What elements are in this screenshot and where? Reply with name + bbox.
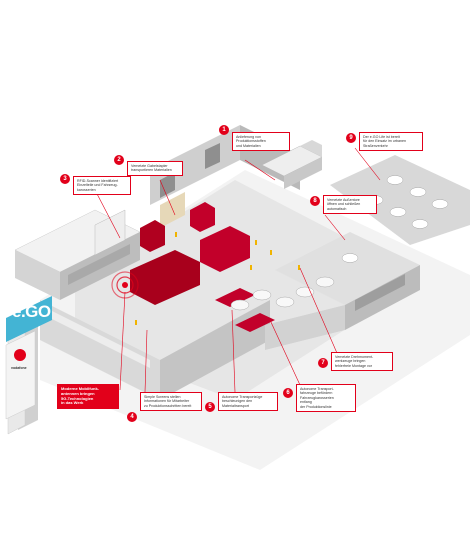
leader-line-5	[231, 309, 236, 393]
workers	[135, 232, 300, 325]
callout-4: Simple Screens stellen Informationen für…	[140, 392, 202, 412]
vodafone-logo-icon	[14, 349, 26, 361]
forklift	[140, 220, 165, 252]
callout-number-8: 8	[310, 196, 320, 206]
truck-cab	[300, 140, 322, 157]
red-machine	[130, 250, 200, 305]
leader-line-7	[299, 267, 341, 361]
right-wing-floor	[275, 232, 420, 305]
sign-lower-panel	[5, 330, 36, 420]
front-window-band	[50, 310, 150, 368]
callout-number-2: 2	[114, 155, 124, 165]
callout-5: Autonome Transportzüge beschleunigen den…	[218, 392, 278, 412]
callout-number-6: 6	[283, 388, 293, 398]
agv	[235, 313, 275, 332]
callout-highlight-5g: Moderne Mobilfunk- antennen bringen 5G-T…	[57, 384, 119, 410]
forklift	[190, 202, 215, 232]
callout-7: Vernetzte Drehmoment- werkzeuge bringen …	[331, 352, 393, 372]
shelf	[160, 192, 185, 228]
sign-brand: vodafone	[11, 366, 27, 370]
leader-line-6	[269, 319, 301, 386]
callout-6: Autonome Transport- fahrzeuge befördern …	[296, 384, 356, 413]
leader-line-4	[144, 329, 148, 393]
leader-line-1	[244, 159, 276, 181]
callout-number-7: 7	[318, 358, 328, 368]
callout-2: Vernetzte Gabelstapler transportieren Ma…	[127, 161, 183, 176]
callout-8: Vernetzte Außentore öffnen und schließen…	[323, 195, 377, 215]
antenna-signal	[111, 271, 139, 299]
sign-panel	[6, 296, 52, 342]
left-building-window	[68, 244, 130, 285]
leader-line-3	[94, 189, 121, 239]
callout-1: Anlieferung von Produktionsstoffen und M…	[232, 132, 290, 152]
leader-line-8	[324, 214, 346, 241]
production-cars	[230, 276, 335, 311]
callout-number-3: 3	[60, 174, 70, 184]
left-building-front	[15, 250, 60, 300]
callout-number-5: 5	[205, 402, 215, 412]
wall-door	[205, 143, 220, 169]
antenna-signal	[122, 282, 128, 288]
callout-9: Der e.GO Life ist bereit für den Einsatz…	[359, 132, 423, 152]
sign-title: e.GO	[12, 302, 51, 321]
parking-lot	[330, 155, 470, 245]
agv	[215, 288, 255, 307]
truck-trailer-side	[284, 157, 322, 189]
red-machine	[200, 226, 250, 272]
shelf	[94, 209, 126, 256]
callout-number-4: 4	[127, 412, 137, 422]
callout-3: RFID-Scanner identifiziert Einzelteile u…	[73, 176, 131, 196]
wall-door	[160, 172, 175, 198]
callout-number-1: 1	[219, 125, 229, 135]
right-wing-wall-front	[265, 305, 345, 350]
garage-door	[355, 274, 405, 311]
leader-line-9	[354, 147, 381, 181]
leader-line-2	[159, 179, 176, 216]
leader-line-highlight	[119, 291, 126, 391]
parked-cars	[341, 175, 449, 263]
callout-number-9: 9	[346, 133, 356, 143]
